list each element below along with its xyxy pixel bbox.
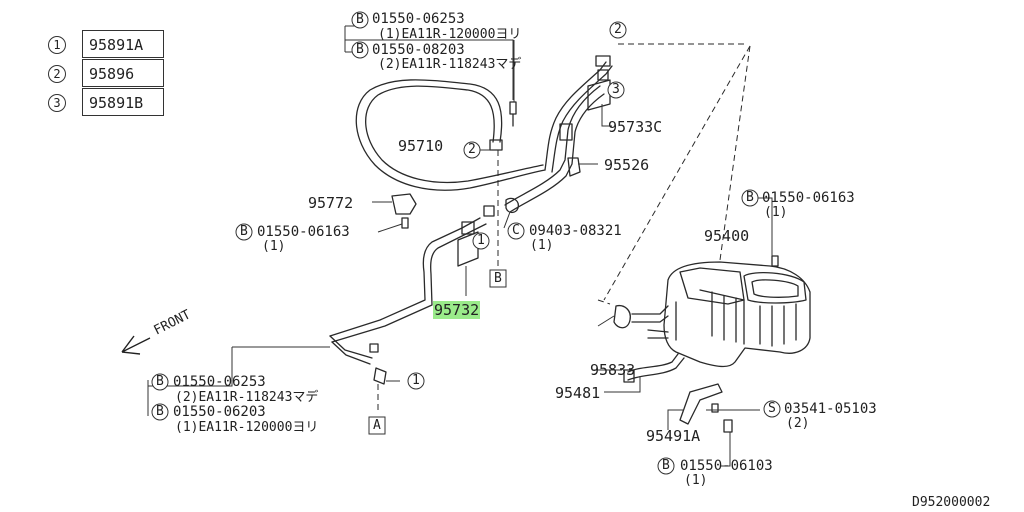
- callout-code: 01550-06203: [173, 404, 266, 420]
- hose-loop: [355, 79, 546, 191]
- legend-part-number: 95891B: [82, 88, 164, 116]
- part-95733c-label: 95733C: [608, 118, 663, 136]
- callout-note: (2)EA11R-118243マデ: [378, 57, 522, 72]
- callout-qty: (1): [684, 473, 708, 488]
- callout-code: 01550-06253: [173, 374, 266, 390]
- callout-note: (2)EA11R-118243マデ: [175, 390, 319, 405]
- callout-code: 01550-06163: [257, 224, 350, 240]
- pipe-upper: [544, 61, 607, 171]
- legend-number: 2: [48, 65, 66, 83]
- part-95481-label: 95481: [555, 384, 601, 402]
- legend-number: 3: [48, 94, 66, 112]
- part-95710-label: 95710: [398, 137, 444, 155]
- part-95491a-label: 95491A: [646, 427, 701, 445]
- marker-b: B: [662, 458, 670, 473]
- view-a-label: A: [373, 418, 381, 433]
- front-arrow-icon: [121, 335, 151, 355]
- marker-s: S: [768, 401, 776, 416]
- callout-code: 01550-06163: [762, 190, 855, 206]
- ref-mark-2: 2: [614, 22, 622, 37]
- drawing-id: D952000002: [912, 495, 991, 510]
- marker-b: B: [356, 42, 364, 57]
- legend-part-number: 95896: [82, 59, 164, 87]
- view-b-label: B: [494, 271, 502, 286]
- marker-b: B: [240, 224, 248, 239]
- marker-b: B: [356, 12, 364, 27]
- callout-code: 01550-06253: [372, 11, 465, 27]
- highlight: 95732: [433, 301, 481, 319]
- callout-qty: (2): [786, 416, 810, 431]
- marker-b: B: [746, 190, 754, 205]
- evaporator-case: [663, 261, 811, 368]
- callout-note: (1)EA11R-120000ヨリ: [175, 420, 319, 435]
- callout-code: 09403-08321: [529, 223, 622, 239]
- callout-code: 01550-06103: [680, 458, 773, 474]
- legend-number: 1: [48, 36, 66, 54]
- ref-mark-2: 2: [468, 142, 476, 157]
- marker-b: B: [156, 374, 164, 389]
- pipe-lower: [329, 217, 481, 337]
- part-95772-label: 95772: [308, 194, 354, 212]
- callout-qty: (1): [530, 238, 554, 253]
- part-95732-label: 95732: [433, 301, 481, 319]
- bracket: [679, 383, 723, 425]
- part-95833-label: 95833: [590, 361, 636, 379]
- ref-mark-1: 1: [477, 233, 485, 248]
- part-95400-label: 95400: [704, 227, 750, 245]
- callout-code: 01550-08203: [372, 42, 465, 58]
- callout-note: (1)EA11R-120000ヨリ: [378, 27, 522, 42]
- legend-part-number: 95891A: [82, 30, 164, 58]
- ref-mark-1: 1: [412, 373, 420, 388]
- callout-qty: (1): [764, 205, 788, 220]
- callout-code: 03541-05103: [784, 401, 877, 417]
- ref-mark-3: 3: [612, 82, 620, 97]
- marker-c: C: [512, 223, 520, 238]
- part-95526-label: 95526: [604, 156, 650, 174]
- callout-qty: (1): [262, 239, 286, 254]
- marker-b: B: [156, 404, 164, 419]
